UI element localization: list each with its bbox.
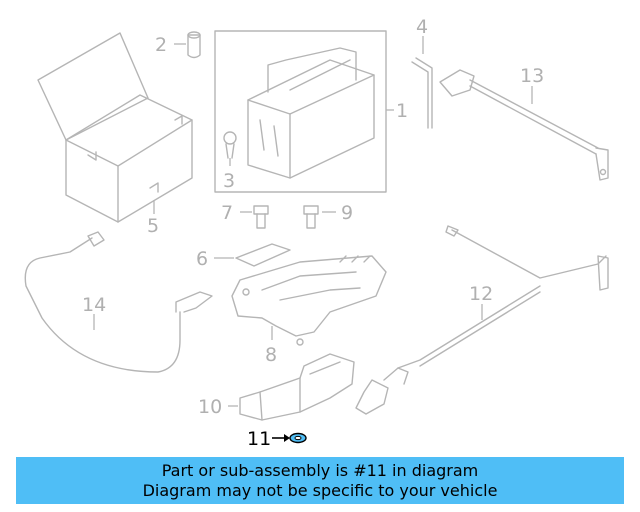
washer-hole: [294, 435, 302, 441]
part-13-cable: [439, 69, 609, 181]
part-10-holder: [239, 353, 355, 421]
callout-5: 5: [147, 215, 159, 237]
arrow-icon: [284, 434, 290, 442]
callout-14: 14: [82, 294, 106, 316]
callout-13: 13: [520, 65, 544, 87]
part-7-bolt: [253, 205, 269, 229]
part-2-cap: [187, 31, 201, 59]
part-8-tray: [231, 255, 387, 346]
part-12-cable: [355, 225, 609, 415]
part-1-battery: [214, 30, 387, 193]
part-6-bracket: [235, 243, 291, 267]
callout-3: 3: [223, 170, 235, 192]
banner-line-2: Diagram may not be specific to your vehi…: [142, 480, 498, 500]
callout-6: 6: [196, 248, 208, 270]
info-banner: Part or sub-assembly is #11 in diagram D…: [16, 457, 624, 504]
callout-1: 1: [396, 100, 408, 122]
callout-7: 7: [221, 202, 233, 224]
banner-line-1: Part or sub-assembly is #11 in diagram: [161, 460, 479, 480]
parts-diagram: 5 2 1 3 4 13: [24, 16, 609, 450]
part-9-bolt: [303, 205, 319, 229]
part-5-battery-box: [37, 32, 193, 223]
part-3-bolt: [223, 131, 237, 159]
callout-4: 4: [416, 16, 428, 38]
part-4-vent-tube: [411, 57, 433, 129]
callout-12: 12: [469, 283, 493, 305]
callout-2: 2: [155, 34, 167, 56]
callout-8: 8: [265, 344, 277, 366]
callout-10: 10: [198, 396, 222, 418]
callout-11: 11: [247, 428, 271, 450]
part-14-cable: [24, 231, 213, 373]
callout-9: 9: [341, 202, 353, 224]
